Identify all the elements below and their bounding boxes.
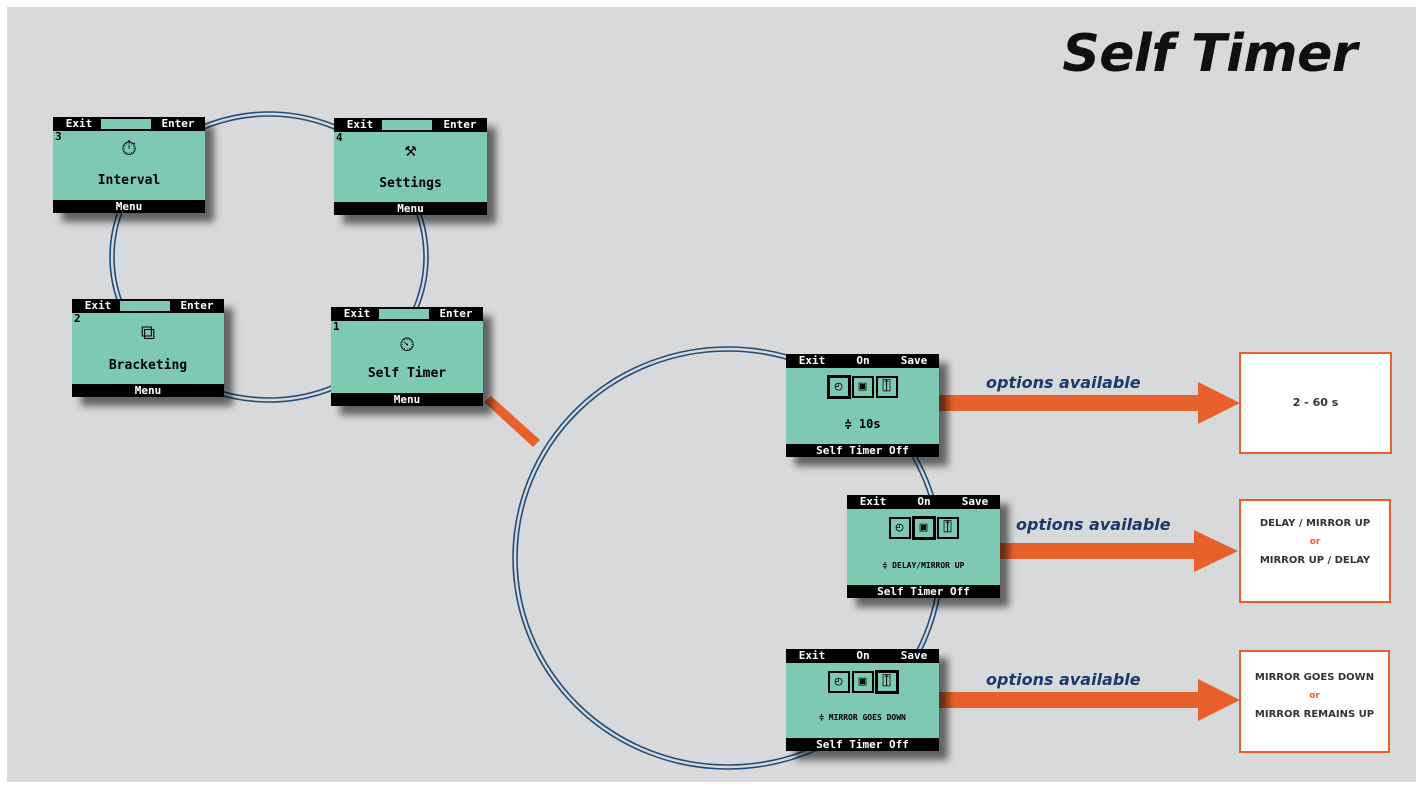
setting-value[interactable]: ≑ DELAY/MIRROR UP — [882, 561, 965, 570]
options-available-label: options available — [1016, 515, 1171, 534]
screen-footer[interactable]: Self Timer Off — [786, 444, 939, 457]
option-line: MIRROR REMAINS UP — [1254, 709, 1375, 720]
exit-softkey[interactable]: Exit — [798, 354, 826, 367]
exit-softkey[interactable]: Exit — [84, 299, 112, 312]
exit-softkey[interactable]: Exit — [346, 118, 374, 131]
screen-bracketing[interactable]: Exit Enter 2 ⧉ Bracketing Menu — [72, 299, 224, 397]
screen-topbar: Exit Enter — [331, 307, 483, 321]
screen-footer[interactable]: Self Timer Off — [847, 585, 1000, 598]
option-icons: ◴▣⍐ — [786, 670, 939, 694]
menu-footer[interactable]: Menu — [334, 202, 487, 215]
save-softkey[interactable]: Save — [900, 354, 928, 367]
mirror-after-option-icon[interactable]: ⍐ — [936, 517, 959, 539]
option-icons: ◴▣⍐ — [847, 516, 1000, 540]
enter-softkey[interactable]: Enter — [180, 299, 214, 312]
menu-footer[interactable]: Menu — [331, 393, 483, 406]
interval-icon: ⏱ — [121, 136, 137, 160]
option-line: DELAY / MIRROR UP — [1259, 518, 1371, 529]
on-softkey[interactable]: On — [917, 495, 931, 508]
screen-interval[interactable]: Exit Enter 3 ⏱ Interval Menu — [53, 117, 205, 213]
mirror-order-option-icon[interactable]: ▣ — [851, 671, 874, 693]
save-softkey[interactable]: Save — [961, 495, 989, 508]
options-box-delay: 2 - 60 s — [1239, 352, 1392, 454]
exit-softkey[interactable]: Exit — [65, 117, 93, 130]
screen-topbar: Exit On Save — [786, 649, 939, 663]
mirror-after-option-icon[interactable]: ⍐ — [875, 376, 898, 398]
option-line: MIRROR UP / DELAY — [1259, 555, 1371, 566]
menu-number: 3 — [55, 130, 62, 143]
menu-label: Interval — [97, 173, 161, 188]
screen-footer[interactable]: Self Timer Off — [786, 738, 939, 751]
menu-number: 4 — [336, 131, 343, 144]
setting-value[interactable]: ≑ 10s — [844, 417, 881, 431]
menu-footer[interactable]: Menu — [53, 200, 205, 213]
menu-label: Settings — [379, 176, 442, 191]
on-softkey[interactable]: On — [856, 649, 870, 662]
options-available-label: options available — [986, 373, 1141, 392]
enter-softkey[interactable]: Enter — [443, 118, 477, 131]
option-line: 2 - 60 s — [1292, 396, 1339, 409]
screen-settings[interactable]: Exit Enter 4 ⚒ Settings Menu — [334, 118, 487, 215]
delay-option-icon[interactable]: ◴ — [888, 517, 911, 539]
exit-softkey[interactable]: Exit — [798, 649, 826, 662]
option-icons: ◴▣⍐ — [786, 375, 939, 399]
mirror-order-option-icon[interactable]: ▣ — [851, 376, 874, 398]
save-softkey[interactable]: Save — [900, 649, 928, 662]
exit-softkey[interactable]: Exit — [859, 495, 887, 508]
screen-topbar: Exit Enter — [53, 117, 205, 131]
screen-mirror-after[interactable]: Exit On Save ◴▣⍐ ≑ MIRROR GOES DOWN Self… — [786, 649, 939, 751]
enter-softkey[interactable]: Enter — [439, 307, 473, 320]
screen-topbar: Exit On Save — [847, 495, 1000, 509]
menu-label: Self Timer — [367, 366, 447, 381]
options-box-mirror-after: MIRROR GOES DOWN or MIRROR REMAINS UP — [1239, 650, 1390, 753]
options-box-mirror-order: DELAY / MIRROR UP or MIRROR UP / DELAY — [1239, 499, 1391, 603]
delay-option-icon[interactable]: ◴ — [827, 671, 850, 693]
option-or: or — [1309, 691, 1320, 701]
mirror-after-option-icon[interactable]: ⍐ — [874, 670, 899, 694]
menu-footer[interactable]: Menu — [72, 384, 224, 397]
screen-topbar: Exit Enter — [334, 118, 487, 132]
enter-softkey[interactable]: Enter — [161, 117, 195, 130]
delay-option-icon[interactable]: ◴ — [826, 375, 851, 399]
screen-topbar: Exit On Save — [786, 354, 939, 368]
screen-delay[interactable]: Exit On Save ◴▣⍐ ≑ 10s Self Timer Off — [786, 354, 939, 457]
option-line: MIRROR GOES DOWN — [1254, 672, 1375, 683]
bracketing-icon: ⧉ — [140, 320, 156, 344]
diagram-canvas — [7, 7, 1416, 782]
screen-topbar: Exit Enter — [72, 299, 224, 313]
screen-mirror-order[interactable]: Exit On Save ◴▣⍐ ≑ DELAY/MIRROR UP Self … — [847, 495, 1000, 598]
mirror-order-option-icon[interactable]: ▣ — [911, 516, 936, 540]
exit-softkey[interactable]: Exit — [343, 307, 371, 320]
menu-number: 1 — [333, 320, 340, 333]
page-title: Self Timer — [1062, 24, 1357, 84]
self-timer-icon: ⏲ — [399, 332, 415, 356]
settings-icon: ⚒ — [404, 137, 417, 161]
options-available-label: options available — [986, 670, 1141, 689]
setting-value[interactable]: ≑ MIRROR GOES DOWN — [819, 713, 906, 722]
screen-self-timer[interactable]: Exit Enter 1 ⏲ Self Timer Menu — [331, 307, 483, 406]
menu-label: Bracketing — [108, 358, 188, 373]
option-or: or — [1309, 537, 1321, 547]
menu-number: 2 — [74, 312, 81, 325]
on-softkey[interactable]: On — [856, 354, 870, 367]
